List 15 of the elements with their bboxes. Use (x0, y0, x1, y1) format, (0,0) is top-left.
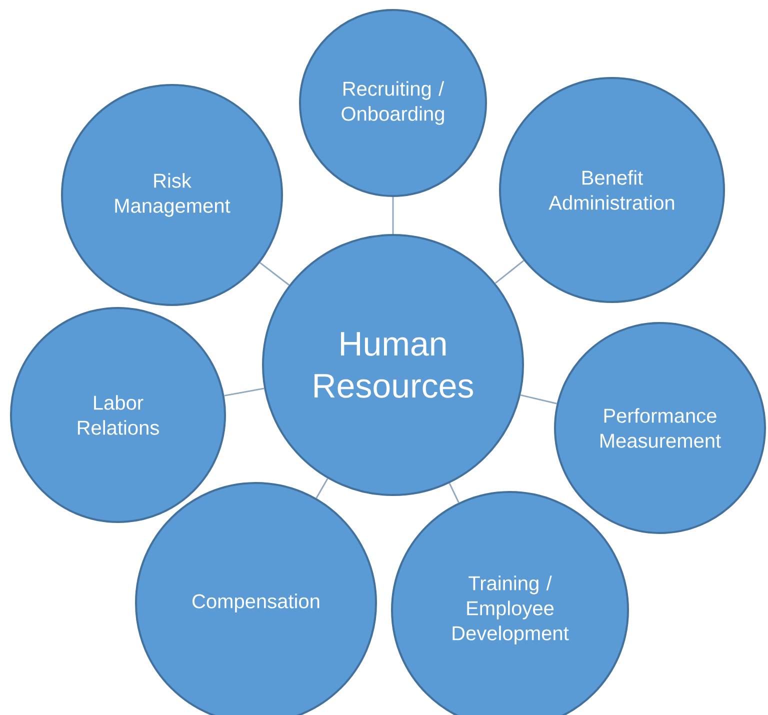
circle-node: Recruiting / Onboarding (299, 9, 487, 197)
connector-line (224, 388, 264, 396)
connector-line (520, 394, 558, 404)
connector-line (448, 482, 460, 503)
connector-line (260, 262, 290, 286)
connector-line (392, 197, 394, 234)
circle-node: Compensation (135, 482, 377, 715)
circle-node: Risk Management (61, 84, 283, 306)
circle-node: Labor Relations (10, 307, 226, 523)
circle-node: Benefit Administration (499, 77, 725, 303)
circle-node: Performance Measurement (554, 322, 766, 534)
circle-node: Training / Employee Development (391, 491, 629, 715)
connector-line (316, 478, 328, 498)
connector-line (494, 260, 524, 284)
circle-node: Human Resources (262, 234, 524, 496)
